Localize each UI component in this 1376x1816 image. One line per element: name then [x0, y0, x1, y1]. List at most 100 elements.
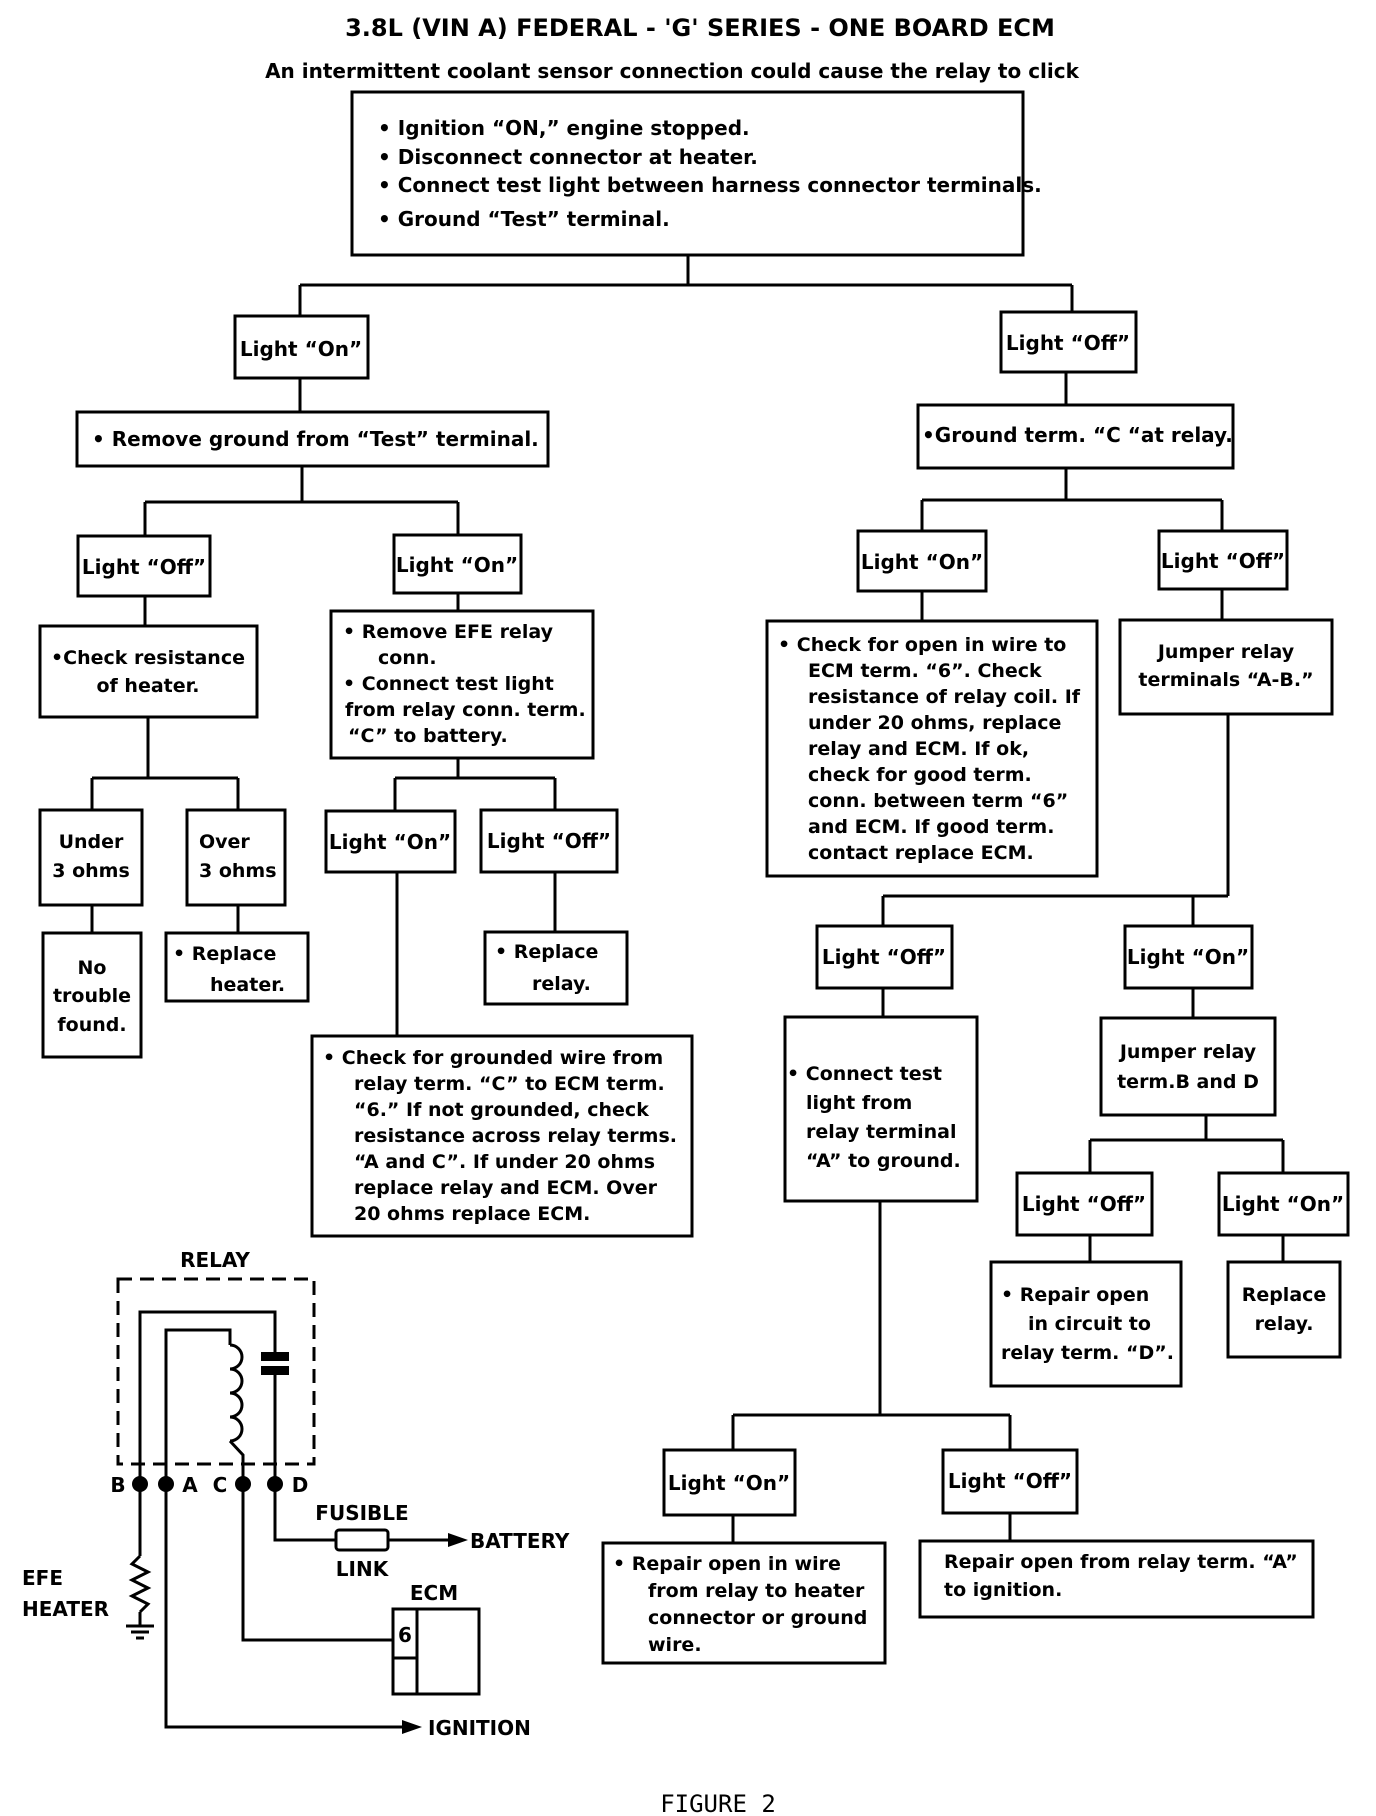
- node-a-light-off: Light “Off”: [941, 1448, 1079, 1515]
- node-replace-relay-2: Replace relay.: [1226, 1260, 1342, 1359]
- svg-text:Over: Over: [199, 831, 250, 853]
- svg-text:Light “Off”: Light “Off”: [948, 1469, 1072, 1493]
- node-jumper-ab: Jumper relay terminals “A-B.”: [1118, 618, 1334, 716]
- node-repair-d: • Repair open in circuit to relay term. …: [989, 1260, 1183, 1388]
- svg-text:“A and C”. If under 20 ohms: “A and C”. If under 20 ohms: [354, 1151, 655, 1173]
- svg-text:BATTERY: BATTERY: [470, 1529, 570, 1553]
- svg-text:Light “On”: Light “On”: [329, 830, 451, 854]
- svg-text:• Connect test light: • Connect test light: [343, 673, 554, 695]
- svg-text:ECM: ECM: [410, 1581, 458, 1605]
- svg-text:Repair open from relay term. “: Repair open from relay term. “A”: [944, 1551, 1298, 1573]
- svg-text:• Repair open in wire: • Repair open in wire: [613, 1553, 841, 1575]
- node-check-open-6: • Check for open in wire to ECM term. “6…: [765, 619, 1099, 878]
- node-check-heater: •Check resistance of heater.: [38, 624, 259, 719]
- svg-text:• Remove ground from “Test” te: • Remove ground from “Test” terminal.: [92, 427, 539, 451]
- svg-text:• Ignition “ON,” engine stoppe: • Ignition “ON,” engine stopped.: [378, 116, 750, 140]
- svg-text:check for good term.: check for good term.: [808, 764, 1032, 786]
- svg-text:“A” to ground.: “A” to ground.: [806, 1150, 961, 1172]
- svg-text:• Replace: • Replace: [173, 943, 276, 965]
- svg-text:conn. between term “6”: conn. between term “6”: [808, 790, 1068, 812]
- svg-text:relay term. “D”.: relay term. “D”.: [1001, 1342, 1174, 1364]
- svg-text:No: No: [78, 957, 107, 979]
- svg-text:relay term. “C” to ECM term.: relay term. “C” to ECM term.: [354, 1073, 665, 1095]
- svg-text:Light “On”: Light “On”: [396, 553, 518, 577]
- svg-text:3 ohms: 3 ohms: [199, 860, 277, 882]
- node-no-trouble: No trouble found.: [41, 931, 143, 1059]
- node-ab-light-on: Light “On”: [1123, 924, 1254, 990]
- svg-text:B: B: [110, 1473, 125, 1497]
- svg-text:• Remove EFE relay: • Remove EFE relay: [343, 621, 554, 643]
- svg-text:ECM term. “6”. Check: ECM term. “6”. Check: [808, 660, 1042, 682]
- node-bd-light-on: Light “On”: [1217, 1171, 1350, 1237]
- svg-text:• Replace: • Replace: [495, 941, 598, 963]
- svg-text:contact replace ECM.: contact replace ECM.: [808, 842, 1034, 864]
- node-replace-heater: • Replace heater.: [164, 931, 310, 1003]
- svg-text:trouble: trouble: [53, 985, 131, 1007]
- svg-text:“6.” If not grounded, check: “6.” If not grounded, check: [354, 1099, 649, 1121]
- svg-text:Light “Off”: Light “Off”: [822, 945, 946, 969]
- node-start: • Ignition “ON,” engine stopped. • Disco…: [350, 90, 1042, 257]
- svg-text:Under: Under: [59, 831, 124, 853]
- svg-text:D: D: [292, 1473, 309, 1497]
- svg-text:• Ground “Test” terminal.: • Ground “Test” terminal.: [378, 207, 670, 231]
- node-remove-ground: • Remove ground from “Test” terminal.: [75, 410, 550, 468]
- svg-text:under 20 ohms, replace: under 20 ohms, replace: [808, 712, 1061, 734]
- svg-text:• Connect test: • Connect test: [787, 1063, 942, 1085]
- svg-text:HEATER: HEATER: [22, 1597, 109, 1621]
- svg-text:from relay conn. term.: from relay conn. term.: [345, 699, 586, 721]
- svg-text:Light “Off”: Light “Off”: [487, 829, 611, 853]
- svg-text:relay.: relay.: [1255, 1313, 1314, 1335]
- relay-schematic: RELAY B A C D 6: [22, 1248, 570, 1740]
- svg-text:•Check resistance: •Check resistance: [51, 647, 245, 669]
- node-replace-relay-1: • Replace relay.: [483, 930, 629, 1006]
- svg-text:terminals “A-B.”: terminals “A-B.”: [1138, 669, 1313, 691]
- svg-text:to ignition.: to ignition.: [944, 1579, 1062, 1601]
- svg-text:Light “On”: Light “On”: [861, 550, 983, 574]
- node-efe-light-on: Light “On”: [324, 809, 457, 874]
- svg-text:Light “On”: Light “On”: [240, 337, 362, 361]
- node-connect-a: • Connect test light from relay terminal…: [783, 1015, 979, 1203]
- svg-text:replace relay and ECM. Over: replace relay and ECM. Over: [354, 1177, 658, 1199]
- node-rl-light-on: Light “On”: [856, 529, 988, 593]
- node-ll-light-off: Light “Off”: [76, 534, 212, 598]
- svg-text:relay.: relay.: [532, 973, 591, 995]
- svg-text:resistance across relay terms.: resistance across relay terms.: [354, 1125, 677, 1147]
- node-repair-heater-wire: • Repair open in wire from relay to heat…: [601, 1541, 887, 1665]
- svg-text:IGNITION: IGNITION: [428, 1716, 531, 1740]
- svg-text:3 ohms: 3 ohms: [52, 860, 130, 882]
- figure-caption: FIGURE 2: [660, 1790, 776, 1816]
- svg-text:Light “Off”: Light “Off”: [1161, 549, 1285, 573]
- node-under-3-ohms: Under 3 ohms: [38, 808, 144, 907]
- node-a-light-on: Light “On”: [662, 1448, 797, 1517]
- svg-text:of heater.: of heater.: [96, 675, 199, 697]
- node-check-grounded: • Check for grounded wire from relay ter…: [310, 1034, 694, 1238]
- svg-text:20 ohms replace ECM.: 20 ohms replace ECM.: [354, 1203, 590, 1225]
- svg-text:• Check for grounded wire from: • Check for grounded wire from: [323, 1047, 663, 1069]
- svg-text:wire.: wire.: [648, 1634, 702, 1656]
- svg-text:Light “Off”: Light “Off”: [82, 555, 206, 579]
- node-ground-term-c: •Ground term. “C “at relay.: [916, 403, 1235, 470]
- svg-text:relay and ECM. If ok,: relay and ECM. If ok,: [808, 738, 1029, 760]
- svg-text:• Disconnect connector at heat: • Disconnect connector at heater.: [378, 145, 758, 169]
- svg-text:term.B and D: term.B and D: [1117, 1071, 1259, 1093]
- svg-text:Light “Off”: Light “Off”: [1022, 1192, 1146, 1216]
- node-lr-light-on: Light “On”: [392, 533, 523, 595]
- node-rr-light-off: Light “Off”: [1157, 529, 1289, 591]
- svg-text:A: A: [182, 1473, 198, 1497]
- svg-text:• Repair open: • Repair open: [1001, 1284, 1149, 1306]
- node-light-on-left: Light “On”: [233, 314, 370, 380]
- svg-text:• Check for open in wire to: • Check for open in wire to: [778, 634, 1066, 656]
- node-repair-ignition: Repair open from relay term. “A” to igni…: [918, 1539, 1315, 1619]
- node-efe-light-off: Light “Off”: [479, 808, 619, 874]
- node-ab-light-off: Light “Off”: [815, 924, 954, 990]
- svg-text:EFE: EFE: [22, 1566, 63, 1590]
- svg-text:LINK: LINK: [336, 1557, 390, 1581]
- svg-text:•Ground term. “C “at relay.: •Ground term. “C “at relay.: [922, 423, 1233, 447]
- diagram-title: 3.8L (VIN A) FEDERAL - 'G' SERIES - ONE …: [345, 14, 1055, 42]
- svg-text:relay terminal: relay terminal: [806, 1121, 957, 1143]
- svg-text:resistance of relay coil. If: resistance of relay coil. If: [808, 686, 1081, 708]
- svg-text:in circuit to: in circuit to: [1028, 1313, 1151, 1335]
- svg-text:C: C: [213, 1473, 228, 1497]
- node-light-off-right: Light “Off”: [999, 310, 1138, 374]
- svg-text:heater.: heater.: [210, 974, 285, 996]
